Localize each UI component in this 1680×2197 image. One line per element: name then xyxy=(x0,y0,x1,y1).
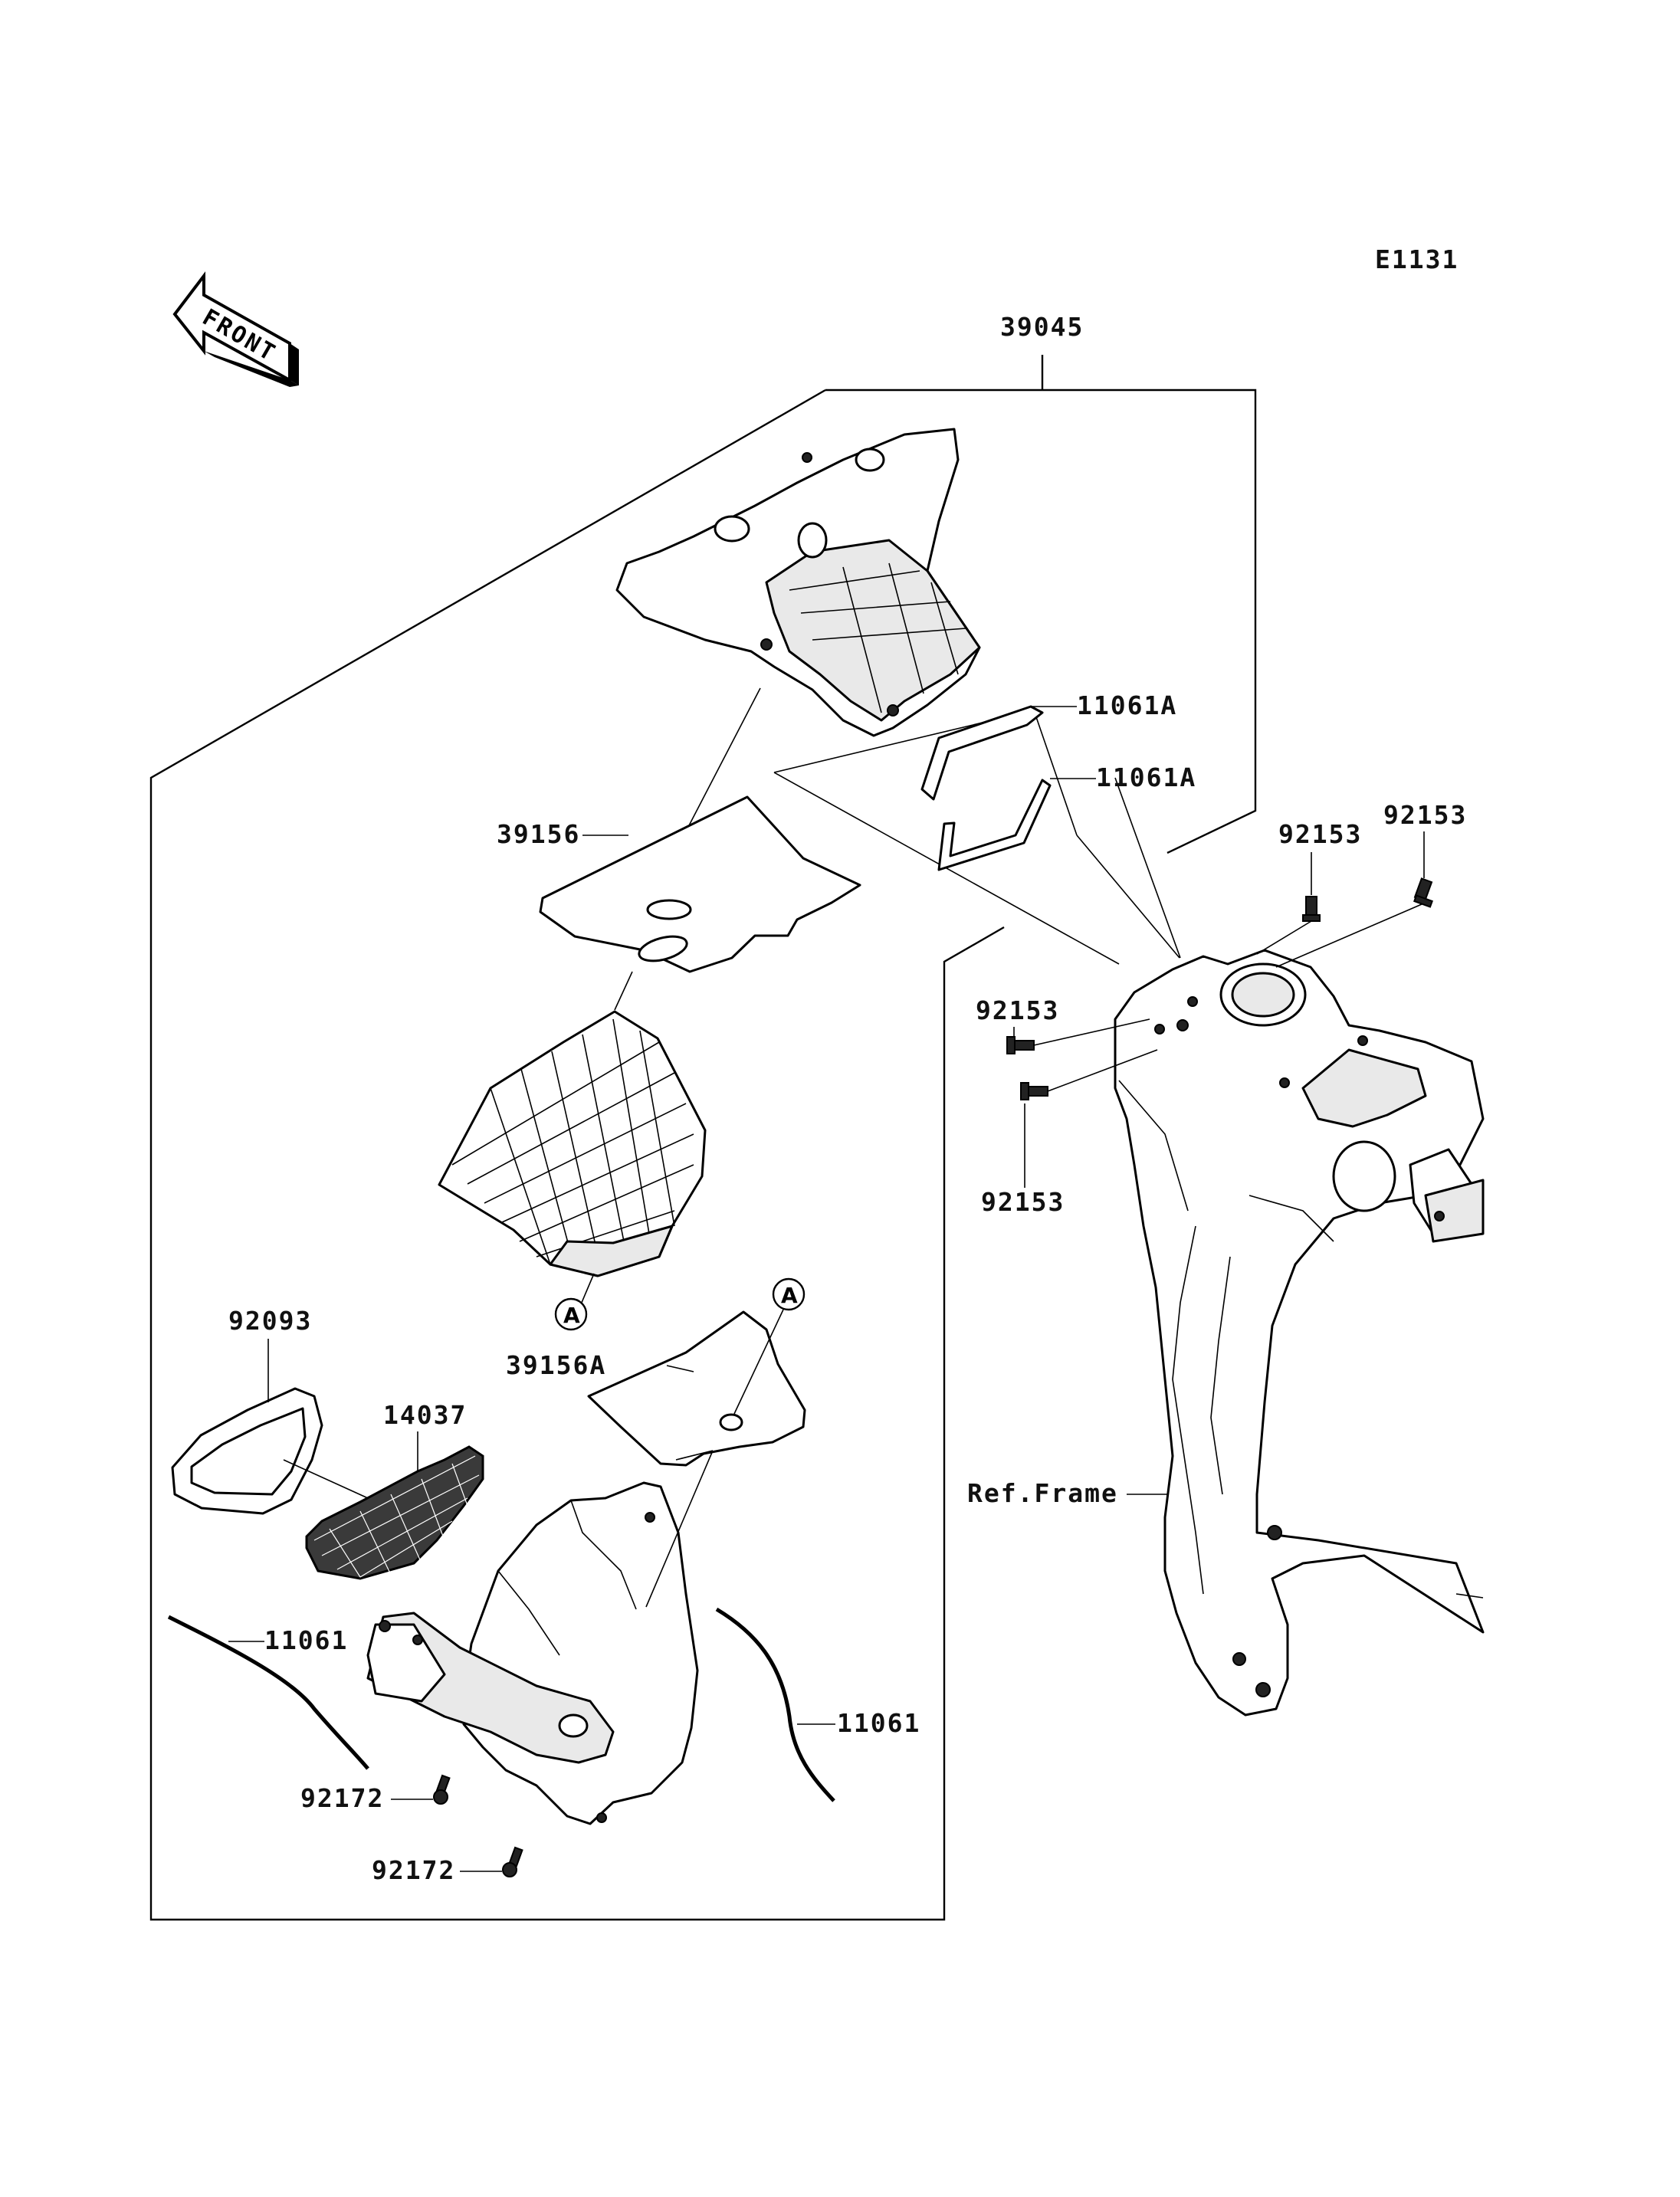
trim-ring-92093 xyxy=(171,1387,323,1515)
mesh-14037 xyxy=(305,1445,484,1580)
bolt-92153-top-left xyxy=(1302,896,1321,922)
label-92093: 92093 xyxy=(228,1306,312,1336)
label-92153-bottom: 92153 xyxy=(981,1187,1065,1217)
label-14037: 14037 xyxy=(383,1400,467,1430)
wire-11061-right xyxy=(715,1607,835,1802)
callout-A-left-text: A xyxy=(563,1303,580,1328)
label-92172-1: 92172 xyxy=(300,1783,384,1813)
callout-A-left xyxy=(554,1297,588,1331)
bolt-92153-bottom xyxy=(1020,1082,1048,1100)
label-39045: 39045 xyxy=(1000,312,1084,342)
label-11061-right: 11061 xyxy=(837,1708,920,1738)
lower-air-duct xyxy=(366,1481,699,1825)
kit-outline-39045 xyxy=(1042,389,1257,854)
label-92153-top-left: 92153 xyxy=(1278,819,1362,849)
label-11061-left: 11061 xyxy=(264,1625,348,1655)
diagram-code: E1131 xyxy=(1375,244,1459,274)
bolt-92153-middle xyxy=(1006,1036,1035,1054)
kit-outline-left xyxy=(149,389,1005,1921)
label-11061A-2: 11061A xyxy=(1096,762,1196,792)
sheet-39156 xyxy=(539,795,861,973)
label-92153-middle: 92153 xyxy=(976,995,1059,1025)
label-39156A: 39156A xyxy=(506,1350,606,1380)
label-11061A-1: 11061A xyxy=(1077,690,1177,720)
screw-92172-2 xyxy=(502,1846,523,1877)
label-ref-frame: Ref.Frame xyxy=(967,1478,1118,1508)
gasket-11061A-upper xyxy=(920,705,1044,801)
callout-A-right-text: A xyxy=(781,1283,798,1308)
front-direction-icon: FRONT xyxy=(172,271,299,387)
bolt-92153-top-right xyxy=(1413,877,1433,908)
label-92153-top-right: 92153 xyxy=(1383,800,1467,830)
screw-92172-1 xyxy=(433,1774,451,1805)
lattice-grid-insert xyxy=(438,1010,707,1277)
upper-air-duct xyxy=(615,428,981,737)
callout-A-right xyxy=(772,1277,806,1311)
wire-11061-left xyxy=(167,1615,369,1770)
sheet-39156A xyxy=(587,1310,806,1467)
label-92172-2: 92172 xyxy=(372,1855,455,1885)
gasket-11061A-lower xyxy=(937,779,1052,871)
label-39156: 39156 xyxy=(497,819,580,849)
reference-frame xyxy=(1114,949,1485,1717)
